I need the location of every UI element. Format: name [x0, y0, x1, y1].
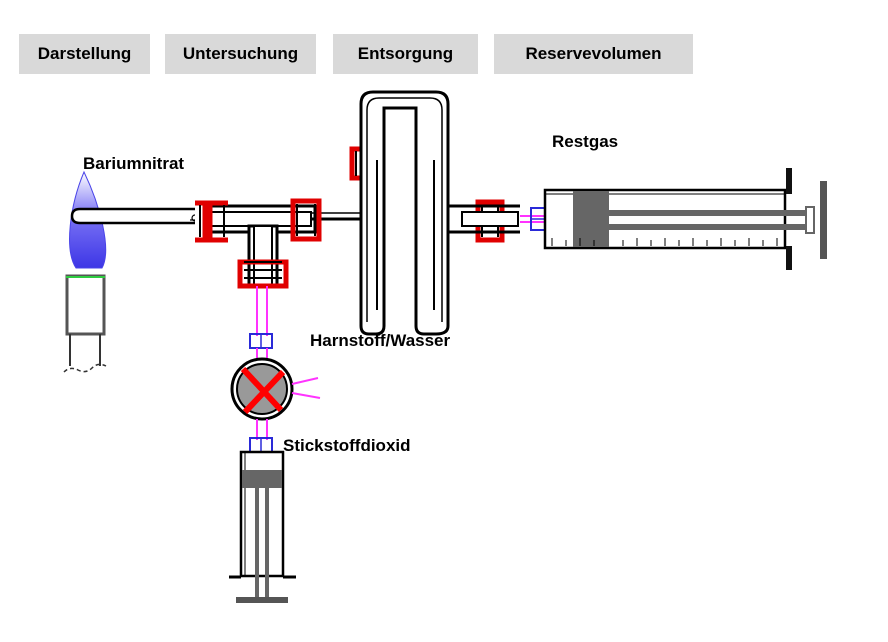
gas-syringe-vertical [229, 450, 296, 603]
u-tube-washer [359, 90, 450, 336]
label-stickstoffdioxid: Stickstoffdioxid [283, 436, 411, 455]
label-restgas: Restgas [552, 132, 619, 151]
tab-darstellung[interactable]: Darstellung [19, 34, 150, 74]
bunsen-burner [63, 170, 107, 373]
tab-untersuchung[interactable]: Untersuchung [165, 34, 316, 74]
down-tube [249, 286, 273, 358]
right-connector [448, 204, 546, 234]
label-bariumnitrat: Bariumnitrat [83, 154, 185, 173]
three-way-valve[interactable] [230, 357, 321, 453]
reaction-tube [70, 207, 210, 225]
tab-reservevolumen[interactable]: Reservevolumen [494, 34, 693, 74]
tab-entsorgung[interactable]: Entsorgung [333, 34, 478, 74]
gas-syringe-horizontal [543, 168, 827, 270]
label-harnstoff-wasser: Harnstoff/Wasser [310, 331, 451, 350]
